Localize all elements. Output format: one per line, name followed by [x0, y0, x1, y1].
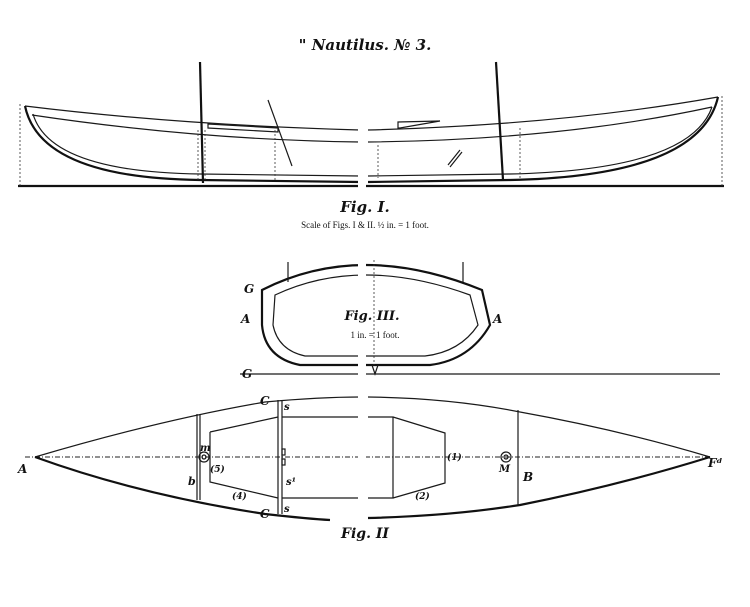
fig3-section — [240, 260, 720, 376]
label-g-top: G — [244, 282, 254, 296]
label-g-base: G — [242, 367, 252, 381]
label-1: (1) — [447, 452, 462, 463]
label-m: m — [200, 443, 211, 454]
step-upper — [281, 448, 286, 456]
step-lower — [281, 458, 286, 466]
keel-outline — [23, 96, 720, 184]
fig1-scale: Scale of Figs. I & II. ½ in. = 1 foot. — [301, 220, 429, 230]
oar — [267, 99, 293, 167]
fig1-profile — [18, 61, 724, 188]
label-5: (5) — [210, 464, 225, 475]
label-fd: Fᵈ — [707, 456, 723, 470]
label-B: B — [522, 470, 533, 484]
fig3-scale: 1 in. = 1 foot. — [350, 330, 399, 340]
label-s-top: s — [284, 402, 290, 413]
aft-deck-box — [397, 120, 441, 129]
label-2: (2) — [415, 491, 430, 502]
section-keel — [371, 364, 379, 376]
aft-well — [368, 416, 446, 499]
label-b: b — [188, 475, 196, 488]
fore-deck-box — [207, 123, 279, 133]
bulkhead-s — [277, 400, 283, 514]
mast-step-M — [500, 451, 512, 463]
label-a-left: A — [240, 312, 250, 326]
label-a: A — [17, 462, 27, 476]
sheer-line — [24, 96, 719, 131]
bulkhead-b — [196, 414, 201, 500]
mast-step-m — [198, 451, 210, 463]
page-fold-gap — [358, 60, 366, 535]
section-outer-hull — [260, 263, 492, 367]
plan-lower-outline — [34, 455, 711, 522]
fig1-caption: Fig. I. — [339, 198, 390, 216]
label-s1: s¹ — [286, 477, 296, 488]
tiller — [447, 149, 463, 168]
main-mast — [494, 61, 505, 181]
bulkhead-dotted-lines — [197, 128, 521, 180]
gunwale-line — [31, 106, 713, 143]
fig3-caption: Fig. III. — [343, 309, 399, 324]
fore-well — [209, 416, 360, 499]
plan-upper-outline — [34, 396, 711, 458]
drawing-title: " Nautilus. № 3. — [299, 36, 432, 54]
inner-hull-line — [32, 106, 713, 177]
section-inner-hull — [272, 274, 479, 357]
label-a-right: A — [492, 312, 502, 326]
label-c-bottom: C — [260, 507, 270, 521]
label-s-bottom: s — [284, 504, 290, 515]
label-4: (4) — [232, 491, 247, 502]
label-M: M — [498, 464, 511, 475]
fore-mast — [198, 61, 205, 184]
fig2-plan — [25, 396, 712, 522]
label-c-top: C — [260, 394, 270, 408]
fig2-caption: Fig. II — [340, 526, 389, 542]
